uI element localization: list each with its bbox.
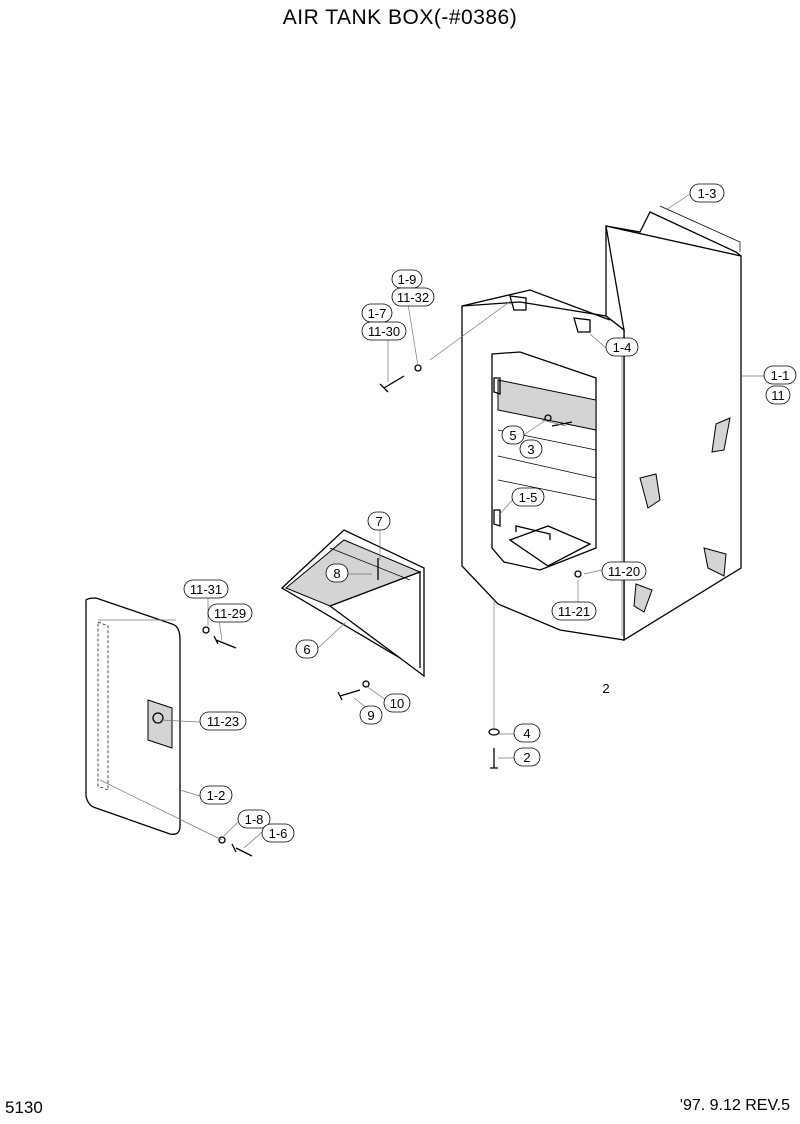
door-panel-part: [85, 597, 181, 835]
svg-text:8: 8: [333, 566, 340, 581]
hardware-fasteners: [202, 364, 500, 857]
svg-text:9: 9: [367, 708, 374, 723]
svg-text:3: 3: [527, 442, 534, 457]
callout-11-30: 11-30: [361, 321, 407, 341]
callout-11-31: 11-31: [183, 579, 229, 599]
svg-text:6: 6: [303, 642, 310, 657]
svg-text:1-5: 1-5: [519, 490, 538, 505]
callout-8: 8: [325, 563, 349, 583]
svg-text:1-8: 1-8: [245, 812, 264, 827]
callout-4: 4: [513, 723, 541, 743]
svg-text:11-30: 11-30: [368, 324, 400, 339]
svg-text:11-20: 11-20: [608, 564, 640, 579]
svg-text:7: 7: [375, 514, 382, 529]
callout-11: 11: [765, 385, 791, 405]
svg-text:1-7: 1-7: [368, 306, 387, 321]
callout-5: 5: [501, 425, 525, 445]
callout-1-2: 1-2: [199, 785, 233, 805]
tray-part: [280, 529, 425, 678]
callout-1-8: 1-8: [237, 809, 271, 829]
callout-1-1: 1-1: [763, 365, 797, 385]
callout-7: 7: [367, 511, 391, 531]
callout-1-5: 1-5: [511, 487, 545, 507]
callout-11-23: 11-23: [199, 711, 247, 731]
callout-11-29: 11-29: [207, 603, 253, 623]
svg-text:4: 4: [523, 726, 530, 741]
svg-text:5: 5: [509, 428, 516, 443]
callout-1-7: 1-7: [361, 303, 393, 323]
callout-1-6: 1-6: [261, 823, 295, 843]
callout-9: 9: [359, 705, 383, 725]
svg-text:1-9: 1-9: [398, 272, 417, 287]
svg-text:10: 10: [390, 696, 404, 711]
svg-text:11-29: 11-29: [214, 606, 246, 621]
page-number: 5130: [5, 1098, 43, 1117]
svg-text:1-1: 1-1: [771, 368, 790, 383]
callout-1-9: 1-9: [391, 269, 423, 289]
callout-3: 3: [519, 439, 543, 459]
svg-text:2: 2: [523, 750, 530, 765]
page-title: AIR TANK BOX(-#0386): [282, 6, 518, 29]
revision-date: '97. 9.12 REV.5: [679, 1097, 790, 1114]
svg-text:2: 2: [602, 681, 609, 696]
svg-text:1-6: 1-6: [269, 826, 288, 841]
svg-text:1-2: 1-2: [207, 788, 226, 803]
callout-11-21: 11-21: [551, 601, 597, 621]
callout-1-4: 1-4: [605, 337, 639, 357]
callout-11-32: 11-32: [391, 287, 435, 307]
callout-1-3: 1-3: [689, 183, 725, 203]
callout-2-unboxed: 2: [602, 681, 609, 696]
callout-11-20: 11-20: [601, 561, 647, 581]
svg-text:11: 11: [771, 388, 785, 403]
svg-text:11-31: 11-31: [190, 582, 222, 597]
callout-6: 6: [295, 639, 319, 659]
callout-10: 10: [383, 693, 411, 713]
svg-text:1-4: 1-4: [613, 340, 632, 355]
main-box-housing: [461, 205, 742, 642]
svg-text:11-23: 11-23: [207, 714, 239, 729]
svg-text:11-32: 11-32: [397, 290, 429, 305]
svg-text:1-3: 1-3: [698, 186, 717, 201]
svg-text:11-21: 11-21: [558, 604, 590, 619]
callout-2: 2: [513, 747, 541, 767]
